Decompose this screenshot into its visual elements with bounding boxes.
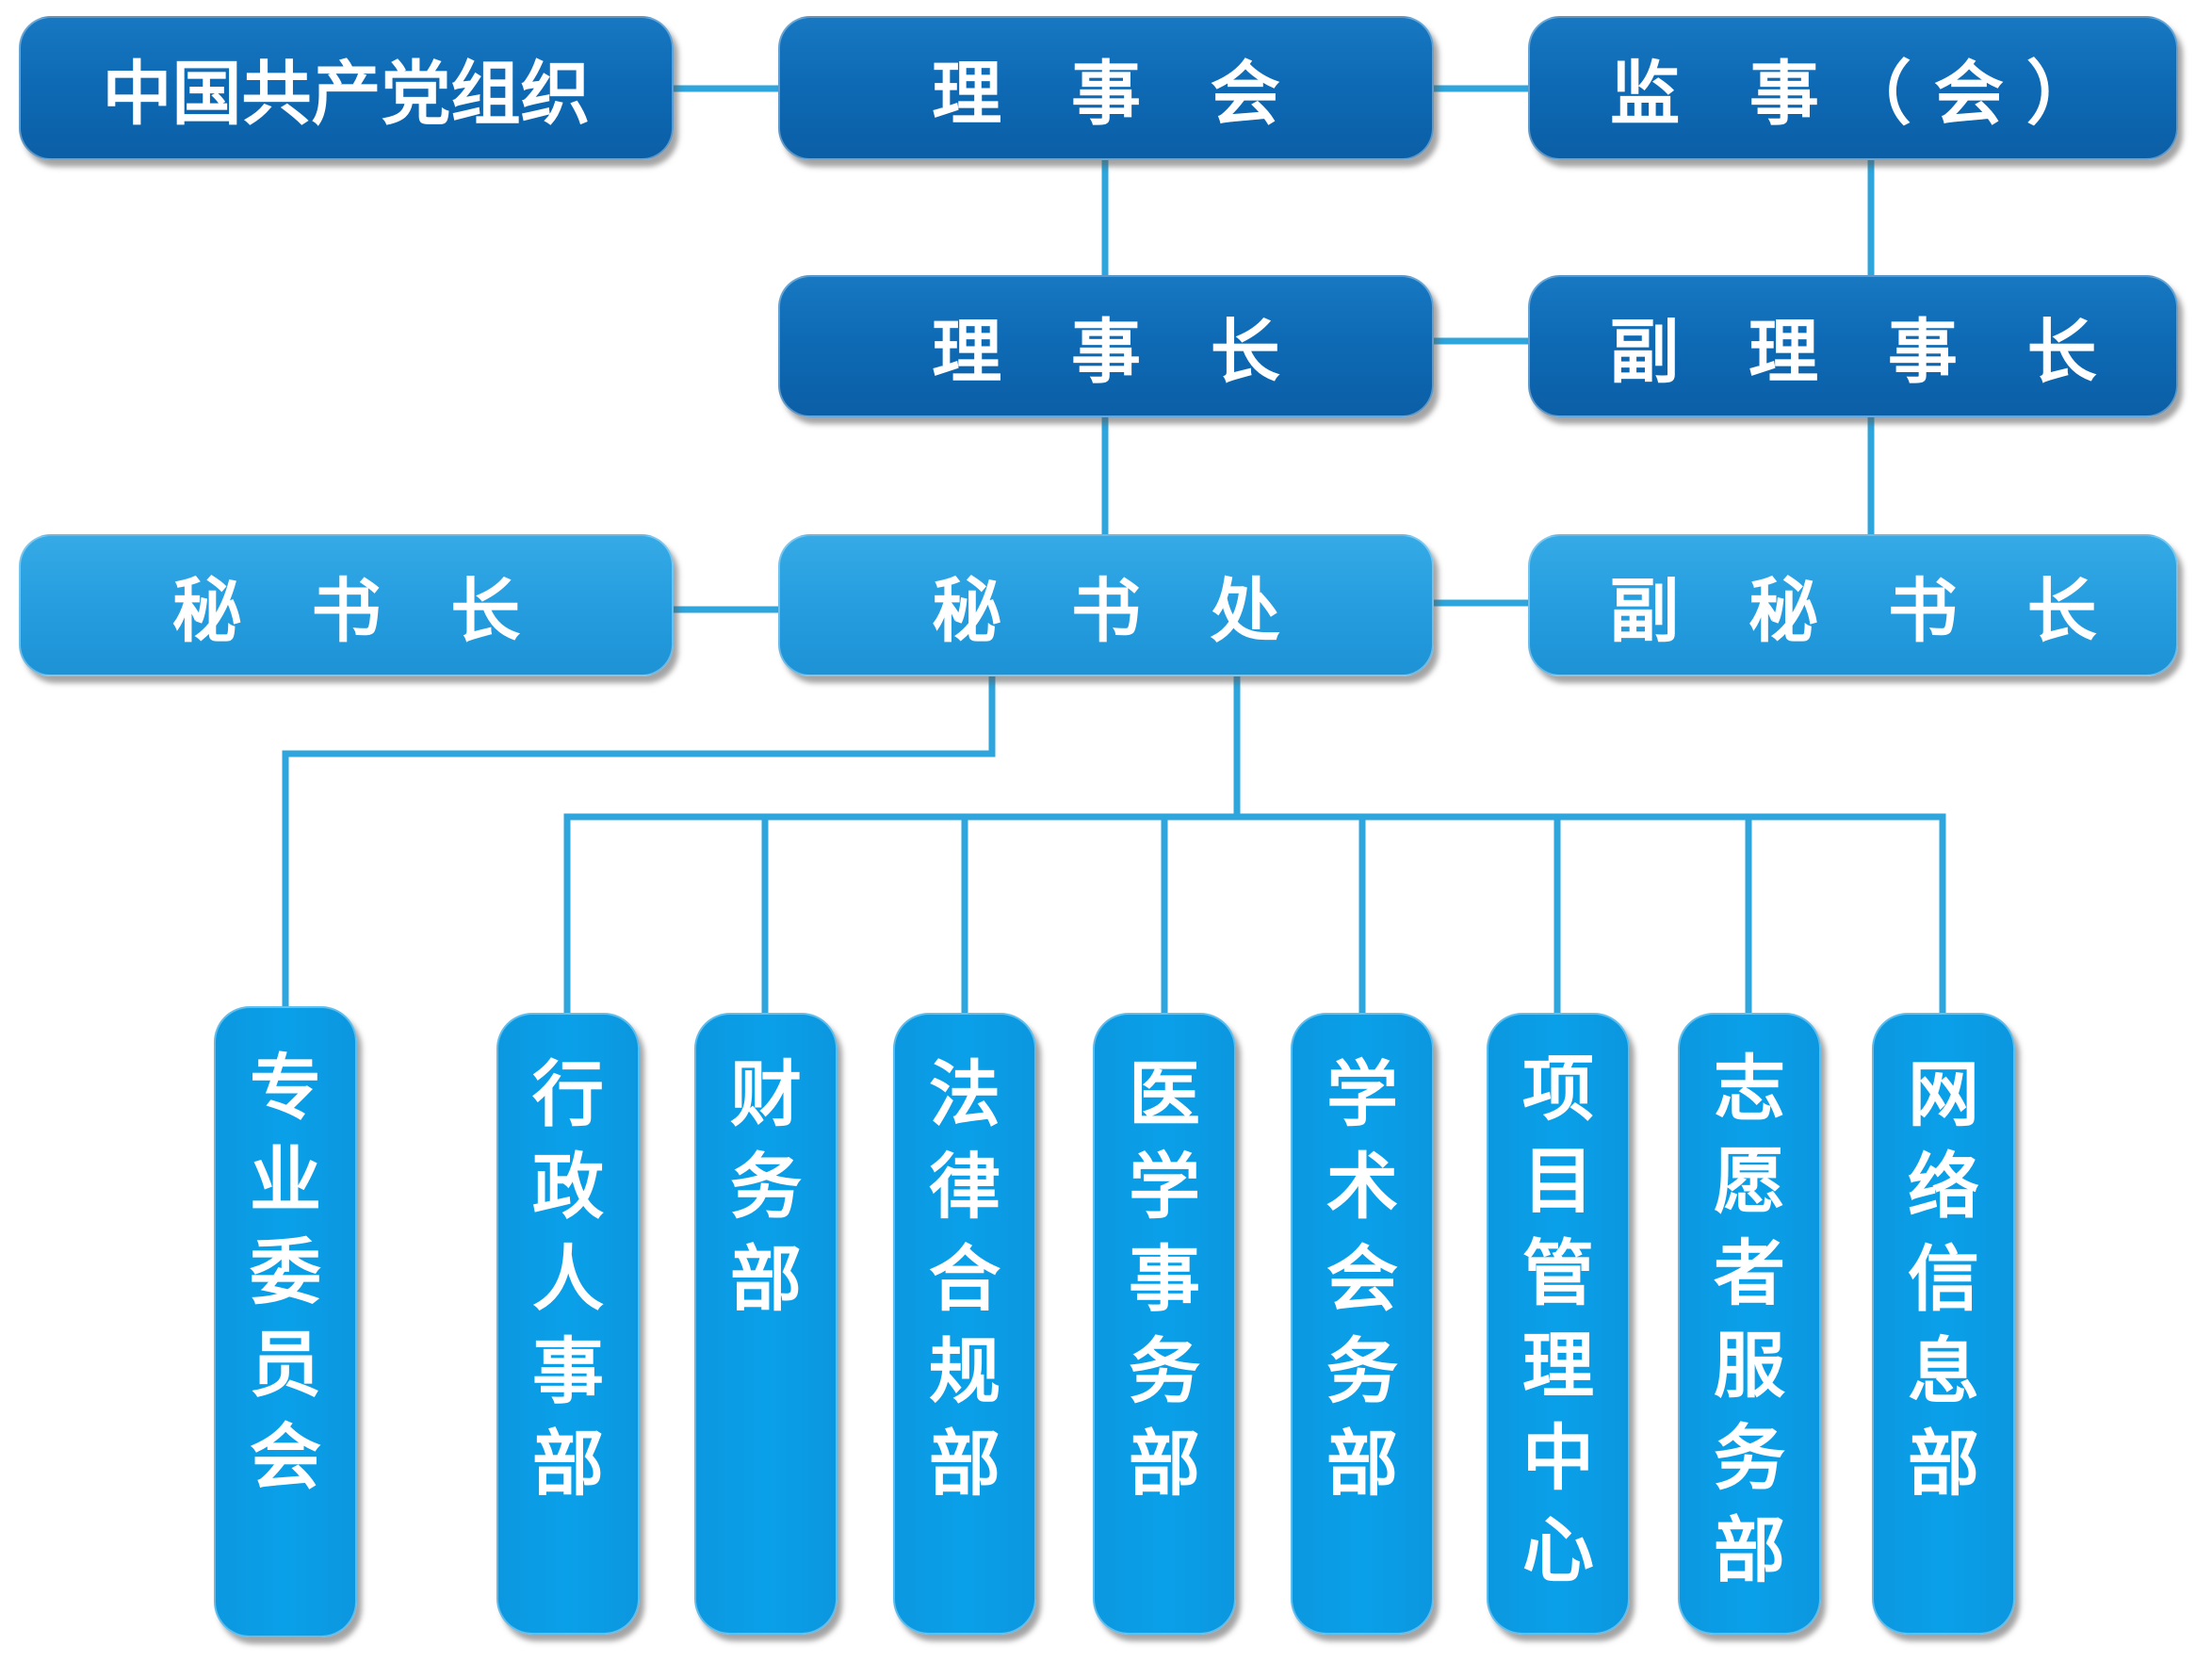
vice-chairman-box[interactable]: 副 理 事 长 [1528, 275, 2178, 417]
council-box[interactable]: 理 事 会 [778, 16, 1434, 160]
chairman-label: 理 事 长 [932, 312, 1303, 393]
secretariat-office-box[interactable]: 秘 书 处 [778, 534, 1434, 676]
department-label: 医学事务部 [1129, 1052, 1200, 1506]
council-label: 理 事 会 [932, 54, 1303, 135]
department-network-information[interactable]: 网络信息部 [1872, 1013, 2015, 1635]
secretary-general-box[interactable]: 秘 书 长 [19, 534, 674, 676]
department-volunteer-service[interactable]: 志愿者服务部 [1678, 1013, 1821, 1635]
deputy-secretary-general-label: 副 秘 书 长 [1609, 571, 2120, 652]
department-label: 学术会务部 [1326, 1052, 1398, 1506]
department-label: 志愿者服务部 [1714, 1047, 1785, 1592]
department-medical-affairs[interactable]: 医学事务部 [1093, 1013, 1236, 1635]
secretary-general-label: 秘 书 长 [171, 571, 544, 652]
department-special-committee[interactable]: 专业委员会 [214, 1006, 357, 1637]
department-label: 专业委员会 [250, 1046, 321, 1499]
department-label: 项目管理中心 [1522, 1047, 1594, 1592]
department-admin-hr[interactable]: 行政人事部 [496, 1013, 640, 1635]
department-finance[interactable]: 财务部 [694, 1013, 838, 1635]
department-legal-compliance[interactable]: 法律合规部 [893, 1013, 1036, 1635]
vice-chairman-label: 副 理 事 长 [1609, 312, 2120, 393]
department-label: 行政人事部 [532, 1052, 604, 1506]
party-organization-label: 中国共产党组织 [102, 54, 591, 135]
department-project-management[interactable]: 项目管理中心 [1487, 1013, 1630, 1635]
chairman-box[interactable]: 理 事 长 [778, 275, 1434, 417]
secretariat-office-label: 秘 书 处 [932, 571, 1303, 652]
party-organization-box[interactable]: 中国共产党组织 [19, 16, 674, 160]
supervisor-label: 监 事（会） [1610, 54, 2119, 135]
supervisor-box[interactable]: 监 事（会） [1528, 16, 2178, 160]
department-label: 网络信息部 [1908, 1052, 1979, 1506]
department-academic-conference[interactable]: 学术会务部 [1291, 1013, 1434, 1635]
link-office-committee [282, 673, 996, 1012]
department-label: 财务部 [730, 1052, 802, 1321]
deputy-secretary-general-box[interactable]: 副 秘 书 长 [1528, 534, 2178, 676]
department-label: 法律合规部 [929, 1052, 1000, 1506]
